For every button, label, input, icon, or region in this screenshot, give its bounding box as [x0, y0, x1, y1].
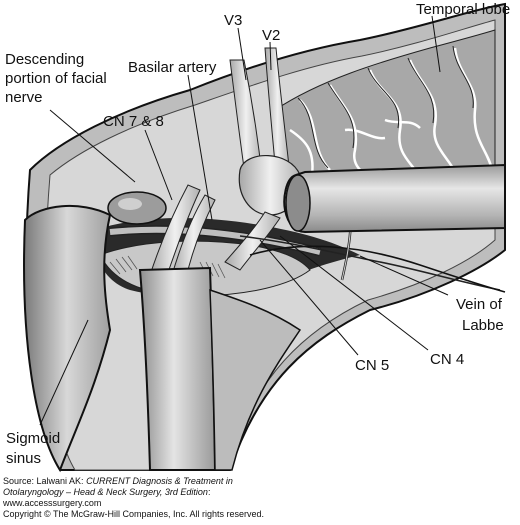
source-website: www.accesssurgery.com — [3, 498, 102, 508]
label-vein-of-labbe-line2: Labbe — [462, 317, 504, 334]
source-line-2: Otolaryngology – Head & Neck Surgery, 3r… — [3, 487, 513, 498]
leader-lines — [39, 15, 449, 426]
label-cn-7-8: CN 7 & 8 — [103, 113, 164, 130]
source-line-1: Source: Lalwani AK: CURRENT Diagnosis & … — [3, 476, 513, 487]
source-credit: Source: Lalwani AK: CURRENT Diagnosis & … — [3, 476, 513, 520]
source-title-colon: : — [207, 487, 211, 497]
label-descending-facial-line2: portion of facial — [5, 70, 107, 87]
source-title-part2: Otolaryngology – Head & Neck Surgery, 3r… — [3, 487, 208, 497]
label-sigmoid-line1: Sigmoid — [6, 430, 60, 447]
cn-4-nerve — [239, 235, 501, 291]
label-v3: V3 — [224, 12, 242, 29]
source-prefix: Source: Lalwani AK: — [3, 476, 87, 486]
temporal-lobe-sulci — [297, 45, 474, 169]
anatomical-illustration: Temporal lobe V3 V2 Basilar artery Desce… — [5, 1, 510, 473]
label-descending-facial-line3: nerve — [5, 89, 43, 106]
copyright-notice: Copyright © The McGraw-Hill Companies, I… — [3, 509, 265, 519]
retractor-horizontal — [283, 163, 506, 234]
label-sigmoid-line2: sinus — [6, 450, 41, 467]
retractor-vertical — [138, 266, 217, 471]
label-cn-5: CN 5 — [355, 357, 389, 374]
label-basilar-artery: Basilar artery — [128, 59, 217, 76]
label-descending-facial-line1: Descending — [5, 51, 84, 68]
label-v2: V2 — [262, 27, 280, 44]
cn-5-root — [224, 211, 281, 271]
label-vein-of-labbe-line1: Vein of — [456, 296, 503, 313]
tentorium-edge — [249, 245, 506, 293]
label-temporal-lobe: Temporal lobe — [416, 1, 510, 18]
cn-7-8-nerve-b — [171, 194, 216, 279]
source-title-part1: CURRENT Diagnosis & Treatment in — [86, 476, 233, 486]
label-cn-4: CN 4 — [430, 351, 464, 368]
cn-7-8-nerve-a — [149, 184, 201, 279]
retracted-flap-left — [23, 204, 112, 473]
sigmoid-rim — [209, 288, 302, 471]
